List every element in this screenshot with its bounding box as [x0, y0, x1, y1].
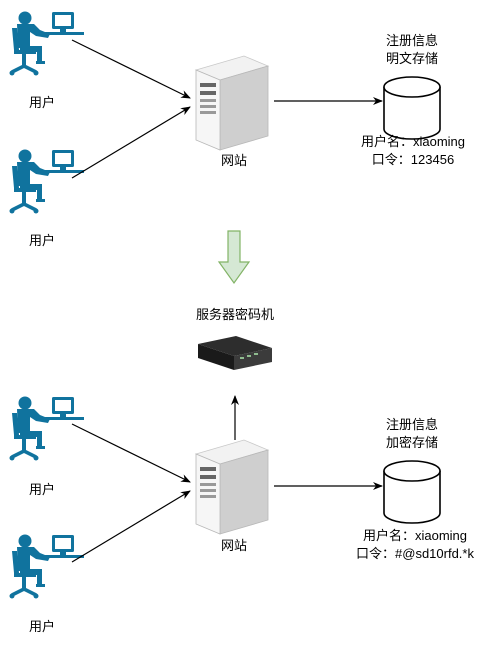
storage-title-bottom-line-1: 注册信息	[385, 417, 438, 432]
user-label-bottom-1: 用户	[28, 482, 55, 497]
edge-user1-server-top	[71, 39, 191, 99]
edge-user2-server-top	[71, 106, 191, 179]
hsm-device-icon	[198, 336, 272, 370]
database-icon-top	[383, 76, 441, 140]
storage-title-top: 注册信息 明文存储	[372, 32, 452, 68]
user-icon-top-1	[7, 9, 86, 78]
storage-title-top-line-2: 明文存储	[385, 51, 438, 66]
credentials-bottom: 用户名：xiaoming 口令：#@sd10rfd.*k	[340, 527, 490, 563]
user-icon-bottom-2	[7, 532, 86, 601]
server-label-bottom: 网站	[220, 538, 247, 553]
credentials-bottom-username: 用户名：xiaoming	[362, 528, 468, 543]
user-label-top-1: 用户	[28, 95, 55, 110]
user-icon-bottom-1	[7, 394, 86, 463]
server-icon-top	[195, 55, 269, 151]
user-icon-top-2	[7, 147, 86, 216]
user-label-bottom-2: 用户	[28, 619, 55, 634]
edge-user2-server-bottom	[71, 490, 191, 563]
server-icon-bottom	[195, 439, 269, 535]
hsm-label: 服务器密码机	[195, 307, 274, 322]
storage-title-top-line-1: 注册信息	[385, 33, 438, 48]
storage-title-bottom: 注册信息 加密存储	[372, 416, 452, 452]
credentials-top-password: 口令：123456	[371, 152, 455, 167]
transition-arrow-icon	[217, 230, 251, 285]
credentials-top: 用户名：xiaoming 口令：123456	[348, 133, 478, 169]
credentials-bottom-password: 口令：#@sd10rfd.*k	[356, 546, 474, 561]
server-label-top: 网站	[220, 153, 247, 168]
edge-user1-server-bottom	[71, 423, 191, 483]
storage-title-bottom-line-2: 加密存储	[385, 435, 438, 450]
credentials-top-username: 用户名：xiaoming	[360, 134, 466, 149]
database-icon-bottom	[383, 460, 441, 524]
user-label-top-2: 用户	[28, 233, 55, 248]
